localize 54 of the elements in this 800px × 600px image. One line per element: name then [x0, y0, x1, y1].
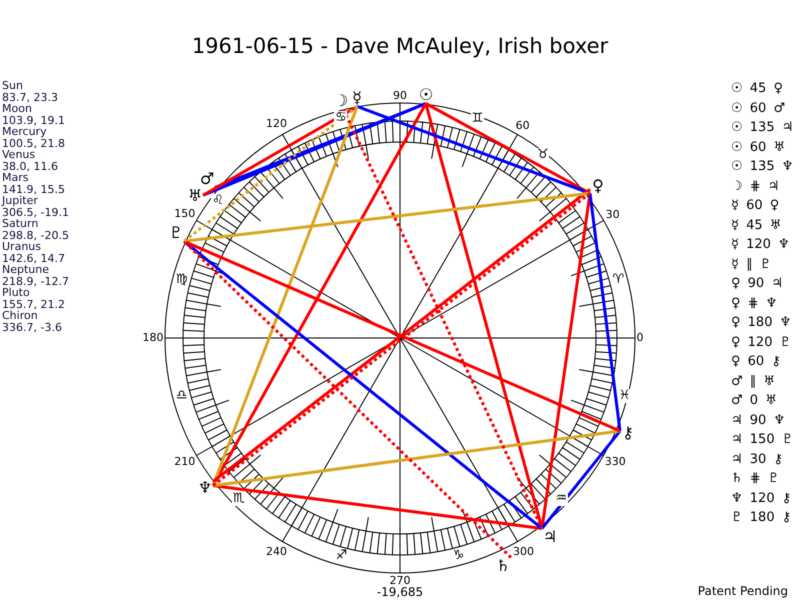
aspect-entry: ☿ 45 ♅: [731, 216, 782, 234]
aspect-entry: ♄ ⋕ ♇: [731, 470, 780, 488]
aspect-entry: ♃ 30 ⚷: [731, 450, 783, 468]
aspect-entry: ♀ 180 ♆: [731, 314, 792, 332]
planet-position: 103.9, 19.1: [2, 114, 65, 126]
planet-position: 142.6, 14.7: [2, 252, 65, 264]
aspect-entry: ☉ 60 ♂: [731, 100, 786, 118]
aspect-entry: ♂ 0 ♅: [731, 392, 777, 410]
planet-position: 306.5, -19.1: [2, 206, 69, 218]
degree-label: 180: [142, 332, 164, 344]
aspect-entry: ♀ ⋕ ♆: [731, 294, 778, 312]
aspect-entry: ♃ 90 ♆: [731, 412, 786, 430]
aspect-entry: ♀ 60 ⚷: [731, 353, 781, 371]
degree-label: 270: [390, 574, 410, 586]
planet-name: Neptune: [2, 264, 50, 276]
degree-label: 90: [393, 90, 407, 102]
planet-name: Uranus: [2, 241, 41, 252]
planet-name: Moon: [2, 103, 32, 114]
planet-glyph: ☿: [349, 90, 365, 106]
degree-label: 0: [636, 332, 644, 344]
planet-glyph: ☉: [418, 86, 434, 104]
aspect-entry: ☿ 60 ♀: [731, 197, 780, 215]
aspect-entry: ☽ ⋕ ♃: [731, 178, 780, 196]
planet-name: Saturn: [2, 218, 38, 230]
planet-position: 155.7, 21.2: [2, 298, 65, 310]
planet-position: 218.9, -12.7: [2, 276, 69, 287]
planet-position: 100.5, 21.8: [2, 138, 65, 149]
aspect-entry: ☉ 45 ♀: [731, 80, 783, 98]
planet-position: 336.7, -3.6: [2, 322, 62, 333]
aspect-entry: ☉ 135 ♃: [731, 119, 794, 137]
planet-position: 38.0, 11.6: [2, 160, 58, 172]
planet-name: Pluto: [2, 287, 30, 298]
aspect-entry: ☉ 60 ♅: [731, 138, 786, 156]
planet-position: 83.7, 23.3: [2, 92, 58, 103]
aspect-entry: ♇ 180 ⚷: [731, 509, 792, 527]
planet-position: 298.8, -20.5: [2, 230, 69, 241]
planet-name: Jupiter: [2, 195, 38, 206]
aspect-entry: ☉ 135 ♆: [731, 158, 794, 176]
aspect-entry: ♆ 120 ⚷: [731, 490, 792, 508]
chart-value: -19,685: [376, 586, 424, 598]
chart-title: 1961-06-15 - Dave McAuley, Irish boxer: [192, 33, 608, 60]
aspect-entry: ♃ 150 ♇: [731, 431, 794, 449]
aspect-entry: ☿ 120 ♆: [731, 236, 790, 254]
planet-name: Chiron: [2, 310, 38, 322]
planet-name: Venus: [2, 149, 36, 160]
planet-name: Sun: [2, 80, 23, 92]
footer-note: Patent Pending: [698, 585, 788, 598]
aspect-entry: ♂ ∥ ♅: [731, 372, 776, 390]
aspect-entry: ♀ 90 ♃: [731, 275, 783, 293]
aspect-entry: ♀ 120 ♇: [731, 334, 792, 352]
planet-position: 141.9, 15.5: [2, 184, 65, 195]
planet-name: Mercury: [2, 126, 47, 138]
aspect-entry: ☿ ∥ ♇: [731, 256, 772, 274]
planet-name: Mars: [2, 172, 28, 184]
